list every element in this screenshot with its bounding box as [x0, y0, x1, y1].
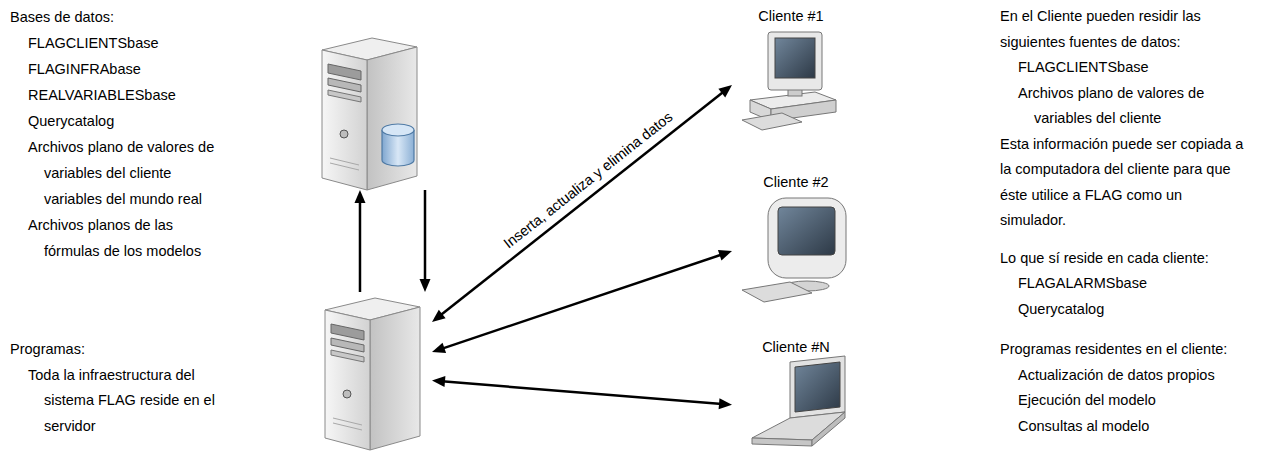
connector-arrow [432, 376, 732, 409]
list-item: variables del mundo real [44, 186, 244, 212]
note-item: Consultas al modelo [1018, 414, 1248, 440]
list-item: REALVARIABLESbase [28, 82, 248, 108]
connector-line [424, 190, 427, 282]
monitor-screen [778, 207, 835, 255]
connector-line [441, 254, 722, 349]
arrowhead [718, 85, 732, 97]
arrowhead [719, 398, 732, 409]
client-node: Cliente #N [732, 337, 860, 452]
edge-label: Inserta, actualiza y elimina datos [497, 106, 678, 254]
list-item: FLAGINFRAbase [28, 56, 248, 82]
note-heading: Programas residentes en el cliente: [1000, 337, 1248, 363]
note-item: Archivos plano de valores de variables d… [1018, 81, 1233, 132]
note-heading: En el Cliente pueden residir las siguien… [1000, 4, 1248, 55]
monitor-body [768, 32, 822, 90]
label-anchor: Inserta, actualiza y elimina datos [497, 106, 678, 254]
text-group: Programas:Toda la infraestructura del si… [10, 337, 270, 439]
note-item: Querycatalog [1018, 297, 1248, 323]
note-item: Ejecución del modelo [1018, 388, 1248, 414]
arrowhead [432, 343, 446, 353]
server-node: Programas:Toda la infraestructura del si… [320, 292, 432, 450]
laptop-edge [812, 412, 845, 446]
connector-arrow [420, 190, 431, 292]
arrowhead [432, 376, 445, 387]
list-heading: Bases de datos: [10, 4, 230, 30]
client-node: Cliente #2 [732, 172, 860, 306]
node-label: Cliente #2 [732, 172, 860, 192]
note-item: FLAGALARMSbase [1018, 271, 1248, 297]
client-node: Cliente #1 [732, 6, 850, 140]
keyboard [742, 282, 812, 302]
arrowhead [718, 250, 732, 260]
list-item: Archivos plano de valores de variables d… [28, 134, 223, 186]
all-in-one-computer [742, 198, 846, 302]
connector-line [442, 381, 722, 404]
server-tower [325, 298, 420, 450]
text-group: En el Cliente pueden residir las siguien… [1000, 4, 1260, 439]
list-item: Archivos planos de las fórmulas de los m… [28, 212, 223, 264]
monitor-body [768, 198, 846, 278]
list-heading: Programas: [10, 337, 230, 363]
connector-line [440, 91, 724, 316]
laptop-lid [790, 356, 845, 418]
connector-arrow [354, 190, 365, 292]
monitor-screen [775, 38, 815, 78]
text-group: Bases de datos:FLAGCLIENTSbaseFLAGINFRAb… [10, 4, 270, 264]
keyboard [742, 113, 802, 130]
node-label: Cliente #N [732, 337, 860, 357]
laptop-screen [795, 362, 840, 412]
list-item: FLAGCLIENTSbase [28, 30, 248, 56]
list-item: Toda la infraestructura del sistema FLAG… [28, 363, 233, 440]
note-item: Actualización de datos propios [1018, 363, 1248, 389]
connector-arrow [432, 85, 732, 322]
arrowhead [420, 279, 431, 292]
database-top [382, 124, 414, 136]
arrowhead [432, 310, 446, 322]
connector-line [359, 200, 362, 292]
note-heading: Lo que sí reside en cada cliente: [1000, 246, 1248, 272]
server-node: Bases de datos:FLAGCLIENTSbaseFLAGINFRAb… [320, 35, 432, 190]
server-tower [322, 38, 417, 190]
note-heading: Esta información puede ser copiada a la … [1000, 132, 1248, 234]
laptop-computer [752, 356, 845, 446]
note-item: FLAGCLIENTSbase [1018, 55, 1248, 81]
connector-arrow [432, 250, 732, 353]
node-label: Cliente #1 [732, 6, 850, 26]
list-item: Querycatalog [28, 108, 248, 134]
desktop-computer [742, 32, 836, 130]
arrowhead [354, 190, 365, 203]
laptop-edge [752, 438, 812, 446]
